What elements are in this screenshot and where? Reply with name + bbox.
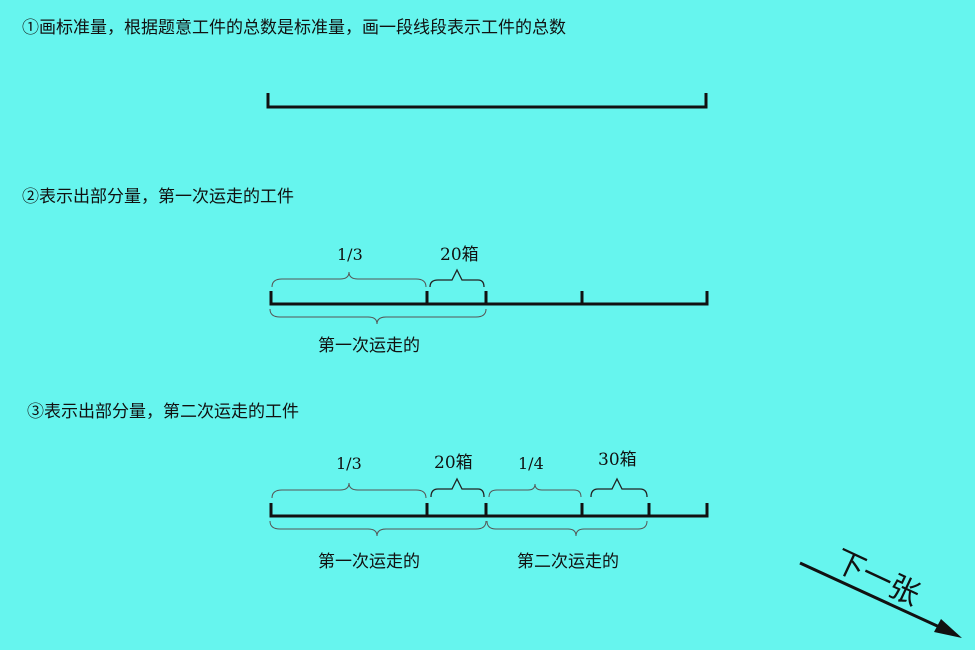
brace-under-2 [269,308,487,325]
brace-under-3a [269,520,487,537]
brace-fraction-3a [271,482,427,499]
label-fraction-2: 1/3 [337,245,363,264]
brace-boxes-3b [590,477,648,498]
next-slide-label: 下一张 [829,544,925,614]
step-2-text: ②表示出部分量，第一次运走的工件 [22,187,294,207]
label-under-3a: 第一次运走的 [318,552,420,572]
step-1-text: ①画标准量，根据题意工件的总数是标准量，画一段线段表示工件的总数 [22,18,566,38]
label-boxes-3b: 30箱 [598,450,637,470]
segment-line-2 [269,291,709,306]
total-segment [266,93,708,109]
next-slide-button[interactable]: 下一张 [799,544,962,638]
label-fraction-3a: 1/3 [336,454,362,473]
second-shipment-diagram: 1/3 20箱 1/4 30箱 第一次运走的 第二次运走的 [269,450,709,572]
label-boxes-3a: 20箱 [434,453,473,473]
brace-fraction-2 [271,271,427,288]
next-arrow-icon [934,619,962,638]
step-3-text: ③表示出部分量，第二次运走的工件 [27,402,299,422]
brace-under-3b [486,520,648,537]
label-fraction-3b: 1/4 [518,454,544,473]
total-segment-diagram [266,93,708,109]
first-shipment-diagram: 1/3 20箱 第一次运走的 [269,245,709,356]
next-arrow-line [799,561,947,632]
brace-boxes-2 [429,268,485,288]
label-under-2: 第一次运走的 [318,336,420,356]
label-boxes-2: 20箱 [440,245,479,265]
segment-line-3 [269,503,709,518]
brace-boxes-3a [430,477,485,498]
label-under-3b: 第二次运走的 [517,552,619,572]
brace-fraction-3b [488,483,582,498]
